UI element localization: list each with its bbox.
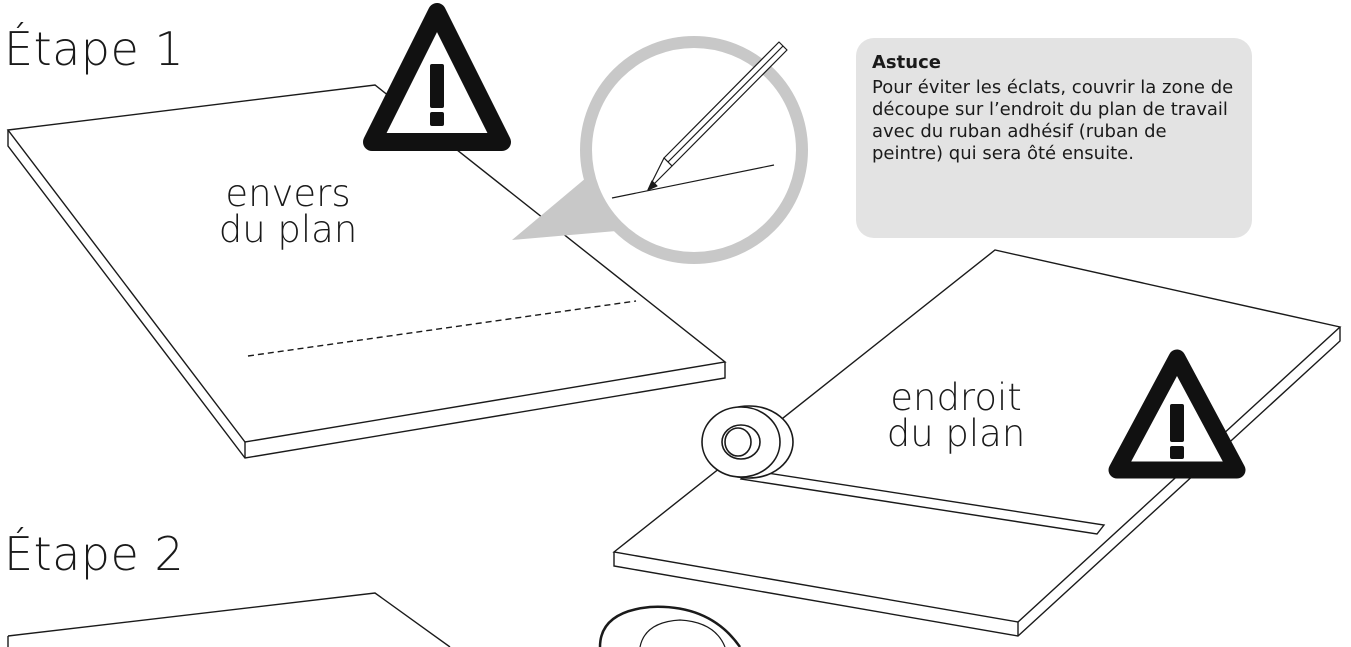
tip-body: Pour éviter les éclats, couvrir la zone … <box>872 77 1234 164</box>
board-right-side <box>612 249 1342 637</box>
right-side-label: endroit du plan <box>886 376 1026 455</box>
board-step2 <box>7 592 451 647</box>
warning-icon <box>1108 349 1246 479</box>
tip-title: Astuce <box>872 52 941 73</box>
step-1-title: Étape 1 <box>4 22 185 76</box>
tape-roll-step2 <box>598 605 742 647</box>
reverse-side-label: envers du plan <box>218 172 358 251</box>
tape-roll-icon <box>701 405 794 479</box>
pencil-icon <box>647 41 788 191</box>
step-2-title: Étape 2 <box>4 527 185 581</box>
cut-line-dashed <box>247 300 637 357</box>
magnifier-bubble <box>512 36 808 264</box>
board-reverse-side <box>6 84 727 459</box>
warning-icon <box>363 3 511 151</box>
tip-box: Astuce Pour éviter les éclats, couvrir l… <box>856 38 1252 238</box>
